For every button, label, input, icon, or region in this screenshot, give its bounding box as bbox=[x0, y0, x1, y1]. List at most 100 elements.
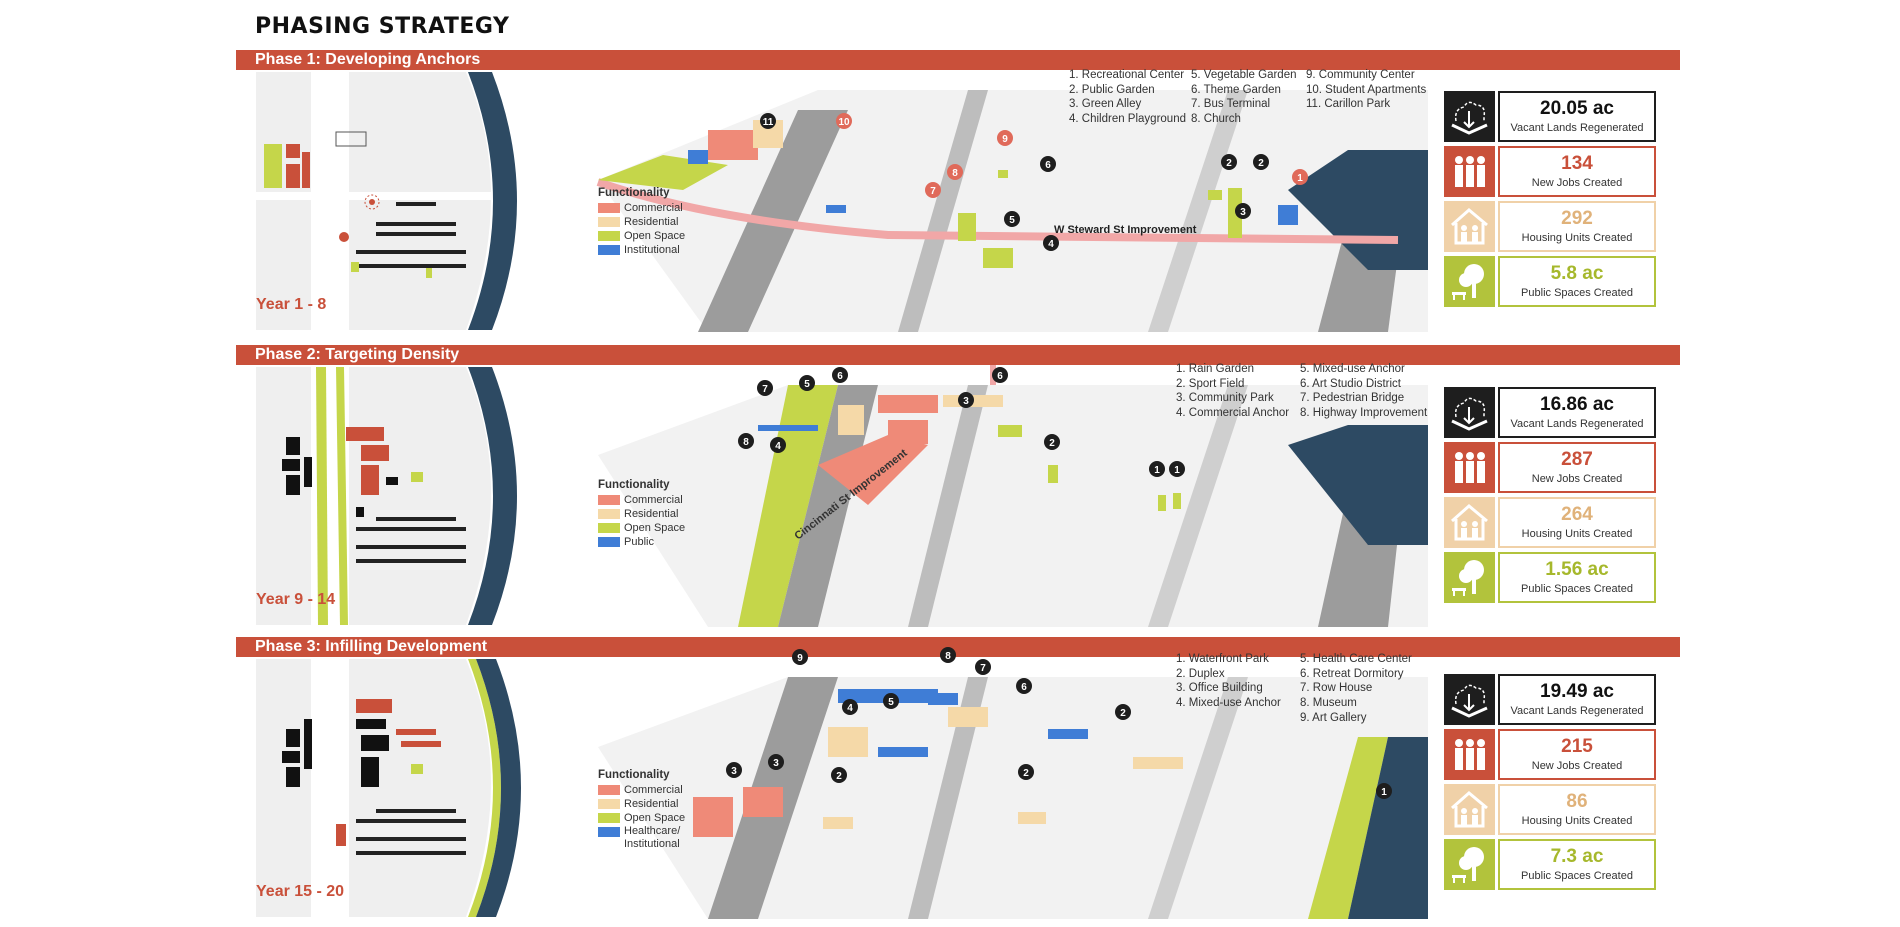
svg-text:10: 10 bbox=[838, 117, 850, 128]
svg-text:6: 6 bbox=[997, 371, 1003, 382]
functionality-legend: Functionality Commercial Residential Ope… bbox=[598, 769, 694, 851]
legend-item: Open Space bbox=[598, 811, 694, 825]
people-icon bbox=[1444, 146, 1495, 197]
isometric-map bbox=[598, 365, 1428, 627]
tree-icon bbox=[1444, 552, 1495, 603]
svg-text:5: 5 bbox=[1009, 215, 1015, 226]
site-plan-map bbox=[256, 659, 586, 917]
svg-text:8: 8 bbox=[952, 168, 958, 179]
svg-text:2: 2 bbox=[836, 771, 842, 782]
marker: 4 bbox=[770, 437, 786, 453]
phase-title: Phase 3: Infilling Development bbox=[255, 638, 488, 655]
site-plan-map bbox=[256, 72, 586, 330]
marker: 2 bbox=[1044, 434, 1060, 450]
marker: 2 bbox=[1253, 154, 1269, 170]
marker: 5 bbox=[883, 693, 899, 709]
svg-text:11: 11 bbox=[763, 117, 774, 128]
phase-2-panel: Phase 2: Targeting Density Year 9 - 14 bbox=[236, 345, 1680, 627]
legend-item: Residential bbox=[598, 797, 694, 811]
marker: 3 bbox=[768, 754, 784, 770]
svg-text:2: 2 bbox=[1226, 158, 1232, 169]
svg-text:8: 8 bbox=[743, 437, 749, 448]
marker-layer: 7 6 6 5 3 8 4 2 1 1 Cincinnati St Improv… bbox=[738, 367, 1185, 542]
marker: 4 bbox=[842, 699, 858, 715]
legend-item: Residential bbox=[598, 215, 685, 229]
marker: 2 bbox=[1115, 704, 1131, 720]
svg-text:4: 4 bbox=[775, 441, 781, 452]
marker: 11 bbox=[760, 113, 776, 129]
legend-item: Residential bbox=[598, 507, 685, 521]
marker: 2 bbox=[831, 767, 847, 783]
svg-text:1: 1 bbox=[1297, 173, 1303, 184]
marker: 6 bbox=[992, 367, 1008, 383]
land-icon bbox=[1444, 674, 1495, 725]
marker: 5 bbox=[1004, 211, 1020, 227]
legend-title: Functionality bbox=[598, 479, 670, 491]
legend-item: Open Space bbox=[598, 521, 685, 535]
marker: 6 bbox=[1040, 156, 1056, 172]
legend-title: Functionality bbox=[598, 769, 670, 781]
marker: 6 bbox=[1016, 678, 1032, 694]
house-icon bbox=[1444, 784, 1495, 835]
svg-text:9: 9 bbox=[1002, 134, 1008, 145]
marker: 9 bbox=[997, 130, 1013, 146]
svg-text:2: 2 bbox=[1258, 158, 1264, 169]
isometric-map bbox=[596, 90, 1428, 332]
marker: 3 bbox=[1235, 203, 1251, 219]
phase-banner: Phase 1: Developing Anchors bbox=[236, 50, 1680, 70]
people-icon bbox=[1444, 729, 1495, 780]
svg-text:1: 1 bbox=[1381, 787, 1387, 798]
phase-years: Year 1 - 8 bbox=[256, 296, 327, 313]
svg-text:3: 3 bbox=[773, 758, 779, 769]
phase-years: Year 9 - 14 bbox=[256, 591, 336, 608]
legend-item: Healthcare/ Institutional bbox=[598, 825, 694, 851]
house-icon bbox=[1444, 497, 1495, 548]
svg-text:8: 8 bbox=[945, 651, 951, 662]
marker: 10 bbox=[836, 113, 852, 129]
marker: 7 bbox=[975, 659, 991, 675]
marker: 8 bbox=[947, 164, 963, 180]
legend-item: Commercial bbox=[598, 493, 685, 507]
marker: 2 bbox=[1221, 154, 1237, 170]
marker: 1 bbox=[1169, 461, 1185, 477]
isometric-map bbox=[598, 677, 1428, 919]
svg-text:6: 6 bbox=[1021, 682, 1027, 693]
people-icon bbox=[1444, 442, 1495, 493]
marker: 1 bbox=[1149, 461, 1165, 477]
legend-item: Public bbox=[598, 535, 685, 549]
marker: 1 bbox=[1292, 169, 1308, 185]
svg-text:4: 4 bbox=[847, 703, 853, 714]
marker: 4 bbox=[1043, 235, 1059, 251]
site-plan-map bbox=[256, 367, 586, 625]
marker: 7 bbox=[925, 182, 941, 198]
phase-1-panel: Phase 1: Developing Anchors Year 1 - 8 bbox=[236, 50, 1680, 332]
svg-text:6: 6 bbox=[837, 371, 843, 382]
page-title: PHASING STRATEGY bbox=[255, 14, 510, 39]
marker: 3 bbox=[958, 392, 974, 408]
phase-title: Phase 1: Developing Anchors bbox=[255, 51, 481, 68]
svg-text:6: 6 bbox=[1045, 160, 1051, 171]
road-label: Cincinnati St Improvement bbox=[792, 447, 909, 542]
legend-item: Open Space bbox=[598, 229, 685, 243]
svg-text:3: 3 bbox=[731, 766, 737, 777]
functionality-legend: Functionality Commercial Residential Ope… bbox=[598, 187, 685, 257]
marker-layer: 9 8 7 4 5 6 2 3 3 2 2 1 bbox=[726, 647, 1392, 799]
svg-text:4: 4 bbox=[1048, 239, 1054, 250]
legend-item: Commercial bbox=[598, 783, 694, 797]
